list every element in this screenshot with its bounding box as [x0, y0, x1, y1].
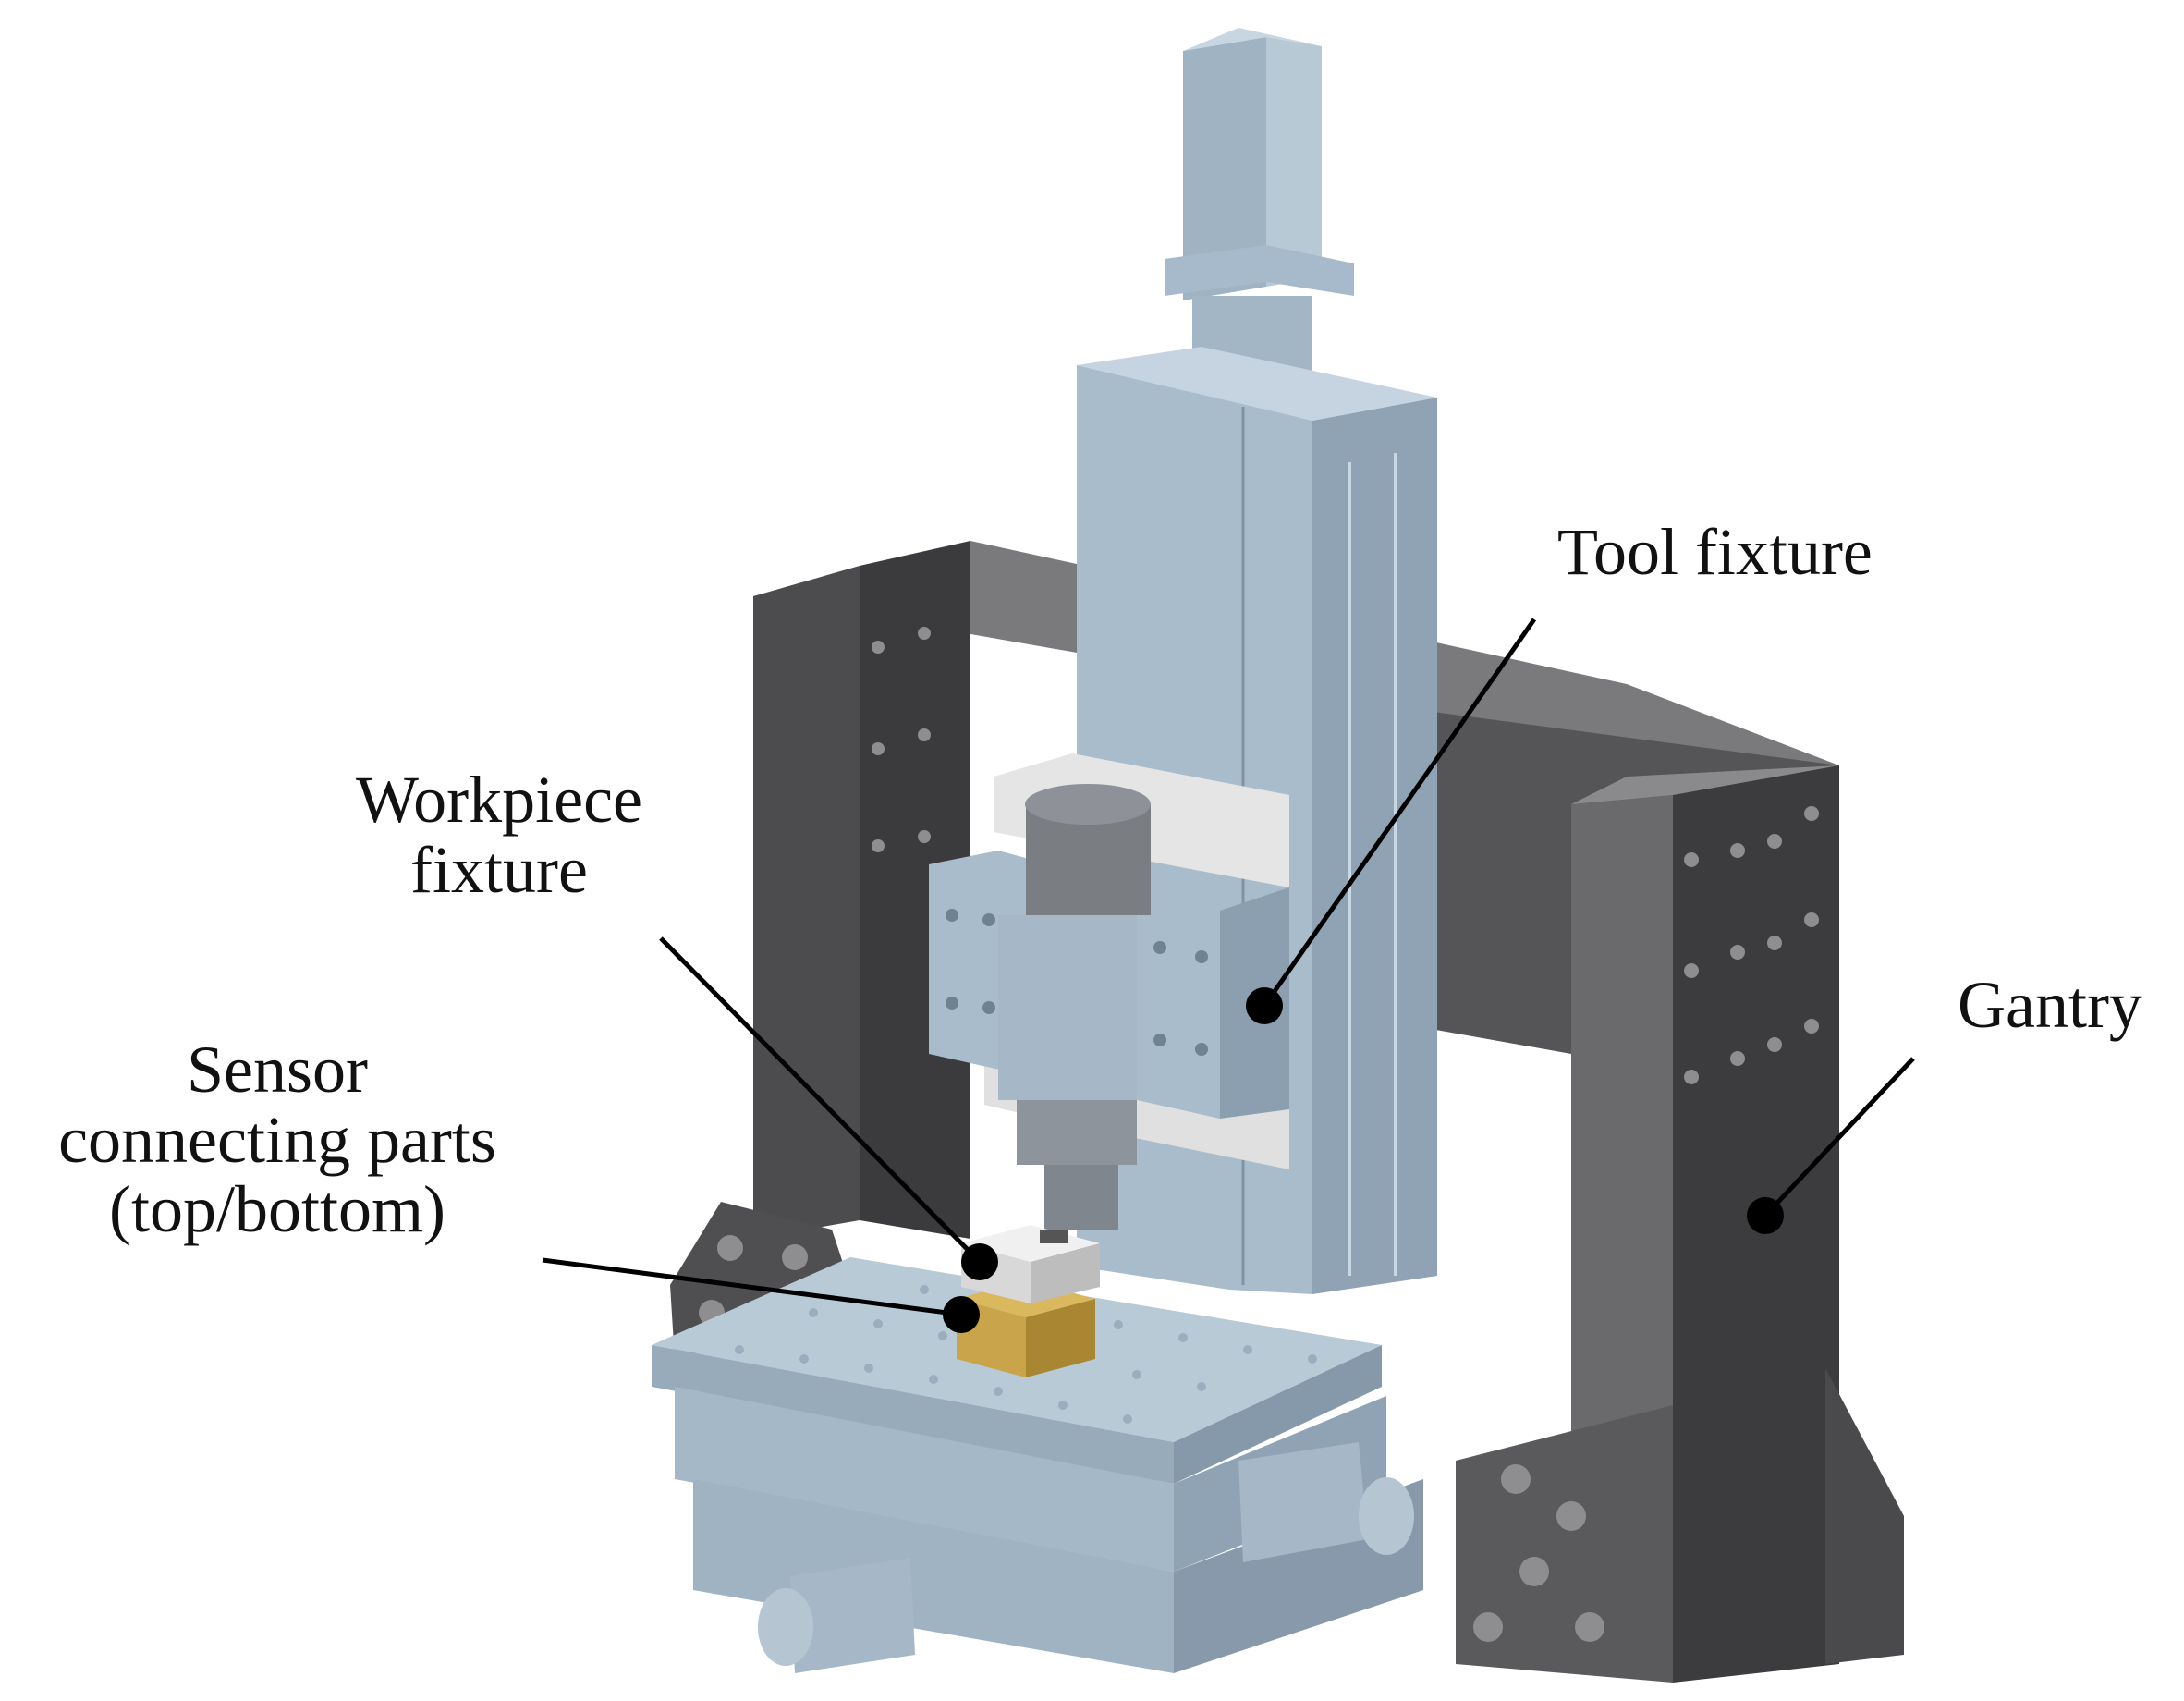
workpiece-fixture-side: [1031, 1243, 1100, 1303]
gantry-right-foot-wedge: [1825, 1368, 1904, 1664]
leader-tool-fixture: [1262, 618, 1537, 1008]
stage-base-front: [693, 1479, 1174, 1673]
gantry-bolt-holes: [699, 627, 1819, 1642]
z-motor-flange: [1165, 245, 1354, 296]
label-gantry: Gantry: [1958, 968, 2142, 1042]
dot-sensor-parts: [943, 1296, 980, 1333]
z-motor-body-side: [1266, 37, 1322, 287]
dot-gantry: [1747, 1197, 1784, 1234]
label-sensor-parts-line3: (top/bottom): [109, 1172, 445, 1247]
label-workpiece-fixture: Workpiece fixture: [305, 765, 693, 905]
leader-gantry: [1763, 1057, 1915, 1218]
label-workpiece-fixture-line2: fixture: [410, 832, 588, 907]
stage-table-front: [652, 1345, 1174, 1484]
leader-sensor-parts: [542, 1257, 962, 1317]
dot-workpiece-fixture: [961, 1243, 998, 1280]
annotations: [542, 618, 1915, 1333]
stage-y-motor: [1238, 1442, 1368, 1562]
stage-middle-front: [675, 1387, 1174, 1572]
spindle-nose: [1017, 1100, 1137, 1165]
spindle-body: [998, 915, 1137, 1100]
gantry-left-column-side: [753, 566, 860, 1239]
z-motor-body-front: [1183, 37, 1266, 300]
gantry-left-column-front: [860, 541, 970, 1239]
tool-holder: [1044, 1165, 1118, 1230]
stage-x-motor-cap: [758, 1588, 813, 1666]
z-motor-top: [1183, 28, 1322, 51]
gantry: [670, 541, 1904, 1683]
dot-tool-fixture: [1246, 987, 1283, 1024]
label-sensor-parts: Sensor connecting parts (top/bottom): [0, 1033, 555, 1247]
stage-y-motor-cap: [1359, 1477, 1414, 1555]
sensor-block-side: [1026, 1299, 1095, 1377]
label-workpiece-fixture-line1: Workpiece: [355, 763, 643, 837]
z-column-top: [1077, 347, 1437, 421]
label-sensor-parts-line2: connecting parts: [58, 1102, 496, 1177]
label-tool-fixture: Tool fixture: [1557, 515, 1873, 589]
tool-fixture-assembly: [929, 753, 1289, 1230]
stage-table-side: [1174, 1345, 1382, 1484]
stage-x-motor: [790, 1558, 915, 1673]
label-sensor-parts-line1: Sensor: [187, 1033, 368, 1107]
leader-workpiece-fixture: [659, 936, 982, 1264]
gantry-right-column-top: [1571, 765, 1839, 804]
